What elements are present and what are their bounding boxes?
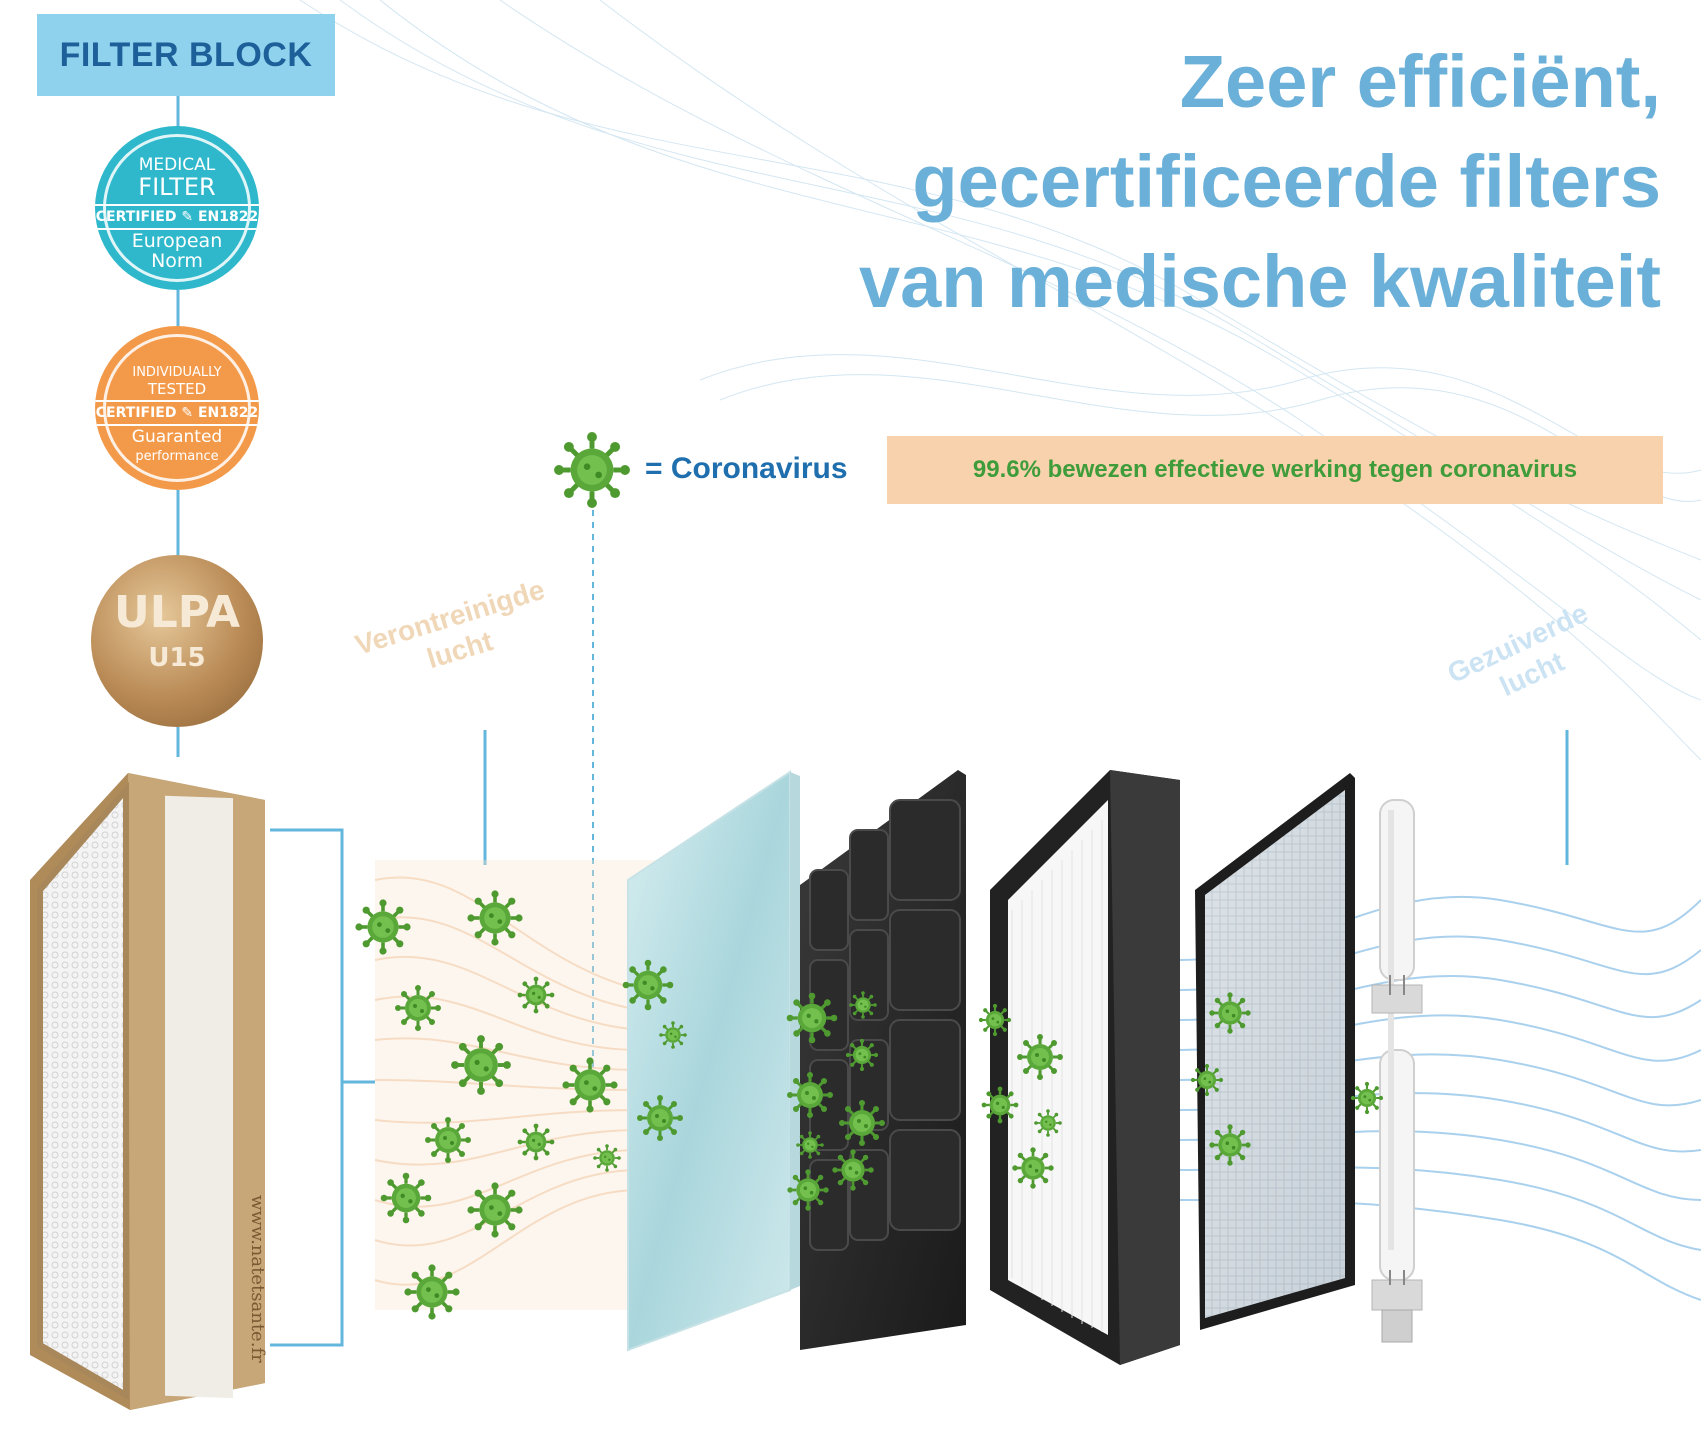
pre-filter-image xyxy=(627,770,791,1352)
carbon-filter-image xyxy=(800,770,966,1350)
coronavirus-particle-icon xyxy=(423,1115,473,1165)
filter-watermark: www.natetsante.fr xyxy=(247,1195,268,1363)
ulpa-u15-badge: ULPA U15 xyxy=(91,555,263,727)
coronavirus-particle-icon xyxy=(1207,1122,1253,1168)
coronavirus-particle-icon xyxy=(560,1055,620,1115)
badge-tested-band: CERTIFIED ✎ EN1822 xyxy=(95,400,259,426)
coronavirus-particle-icon xyxy=(402,1262,462,1322)
coronavirus-particle-icon xyxy=(837,1098,887,1148)
coronavirus-particle-icon xyxy=(635,1093,685,1143)
badge-tested-line4: performance xyxy=(135,449,219,464)
hepa-filter-image xyxy=(990,770,1180,1365)
page-title: Zeer efficiënt, gecertificeerde filters … xyxy=(561,32,1661,332)
coronavirus-particle-icon xyxy=(621,958,675,1012)
coronavirus-particle-icon xyxy=(449,1033,513,1097)
coronavirus-particle-icon xyxy=(785,1070,835,1120)
filter-block-label: FILTER BLOCK xyxy=(37,14,335,96)
coronavirus-particle-icon xyxy=(516,975,556,1015)
uv-lamp-image xyxy=(1371,799,1423,1343)
badge-medical-line3: European xyxy=(131,230,223,252)
coronavirus-particle-icon xyxy=(848,990,878,1020)
coronavirus-particle-icon xyxy=(1349,1080,1385,1116)
mesh-filter-image xyxy=(1195,773,1355,1330)
coronavirus-particle-icon xyxy=(379,1171,433,1225)
coronavirus-particle-icon xyxy=(980,1085,1020,1125)
coronavirus-particle-icon xyxy=(1207,990,1253,1036)
filter-block-image: www.natetsante.fr xyxy=(30,773,268,1410)
coronavirus-particle-icon xyxy=(1033,1108,1063,1138)
coronavirus-particle-icon xyxy=(795,1130,825,1160)
coronavirus-particle-icon xyxy=(658,1020,688,1050)
coronavirus-particle-icon xyxy=(353,897,413,957)
coronavirus-legend-icon xyxy=(554,432,630,508)
coronavirus-particle-icon xyxy=(977,1002,1013,1038)
badge-ulpa-sub: U15 xyxy=(148,643,206,673)
badge-medical-line2: FILTER xyxy=(138,173,216,201)
badge-tested-line3: Guaranted xyxy=(131,427,223,447)
medical-filter-badge: MEDICAL FILTER CERTIFIED ✎ EN1822 Europe… xyxy=(95,126,259,290)
badge-tested-line1: INDIVIDUALLY xyxy=(132,365,222,380)
coronavirus-particle-icon xyxy=(1015,1032,1065,1082)
efficacy-banner: 99.6% bewezen effectieve werking tegen c… xyxy=(887,436,1663,504)
badge-medical-line4: Norm xyxy=(151,250,203,272)
coronavirus-particle-icon xyxy=(516,1122,556,1162)
coronavirus-particle-icon xyxy=(465,888,525,948)
badge-ulpa-main: ULPA xyxy=(113,587,241,638)
badge-medical-band: CERTIFIED ✎ EN1822 xyxy=(95,204,259,230)
decorative-waves-top xyxy=(299,0,1701,761)
badge-medical-line1: MEDICAL xyxy=(138,155,216,175)
title-line-1: Zeer efficiënt, xyxy=(1179,40,1661,123)
title-line-2: gecertificeerde filters xyxy=(912,140,1661,223)
coronavirus-particle-icon xyxy=(785,1167,831,1213)
coronavirus-particle-icon xyxy=(785,991,839,1045)
coronavirus-particle-icon xyxy=(1010,1145,1056,1191)
connector-lines xyxy=(176,96,1569,1347)
coronavirus-legend-label: = Coronavirus xyxy=(645,452,848,485)
badge-tested-line2: TESTED xyxy=(147,380,207,398)
individually-tested-badge: INDIVIDUALLY TESTED CERTIFIED ✎ EN1822 G… xyxy=(95,326,259,490)
coronavirus-particle-icon xyxy=(1189,1062,1225,1098)
coronavirus-particle-icon xyxy=(844,1037,880,1073)
coronavirus-particle-icon xyxy=(592,1143,622,1173)
title-line-3: van medische kwaliteit xyxy=(858,240,1661,323)
coronavirus-particle-icon xyxy=(830,1147,876,1193)
coronavirus-particle-icon xyxy=(465,1180,525,1240)
coronavirus-particle-icon xyxy=(393,983,443,1033)
